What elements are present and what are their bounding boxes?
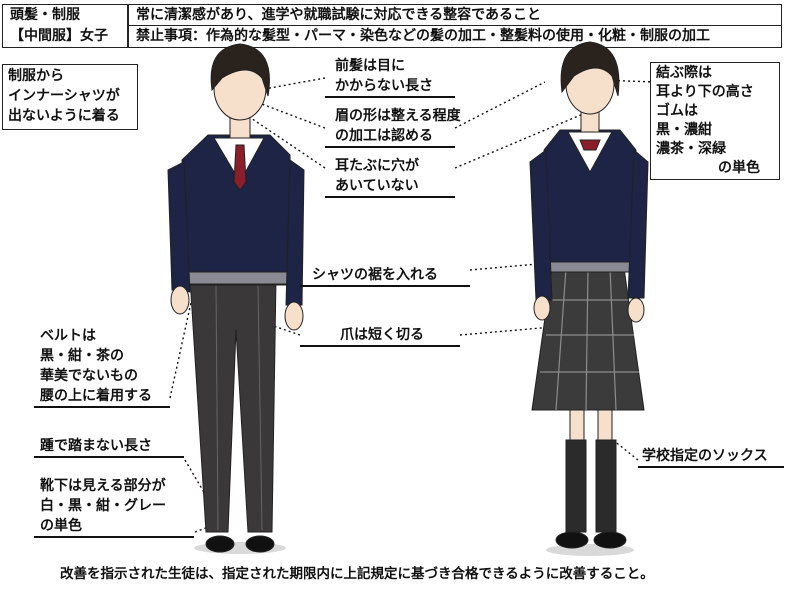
note-socks-pants-1: 靴下は見える部分が	[40, 478, 166, 494]
header-rule-line1: 常に清潔感があり、進学や就職試験に対応できる整容であること	[136, 7, 542, 23]
note-tie-hair-box	[650, 62, 780, 180]
note-bangs-1: 前髪は目に	[335, 58, 405, 74]
note-socks-pants-3: の単色	[34, 516, 194, 538]
note-tie-hair-5: 濃茶・深緑	[656, 141, 726, 157]
note-socks-pants-2: 白・黒・紺・グレー	[40, 498, 166, 514]
note-earlobe-1: 耳たぶに穴が	[335, 158, 419, 174]
note-tie-hair-6: の単色	[718, 160, 760, 176]
note-bangs-2: かからない長さ	[325, 76, 455, 98]
figure-pants	[167, 43, 305, 554]
note-shirt-1: 制服から	[8, 68, 64, 84]
note-tie-hair-4: 黒・濃紺	[656, 122, 712, 138]
note-hem-length: 踵で踏まない長さ	[34, 436, 184, 458]
note-shirt-hem: シャツの裾を入れる	[300, 265, 470, 287]
note-belt-2: 黒・紺・茶の	[40, 348, 124, 364]
note-tie-hair-1: 結ぶ際は	[656, 65, 712, 81]
note-eyebrows-2: の加工は認める	[325, 126, 455, 148]
header-subcategory: 【中間服】女子	[10, 28, 108, 44]
header-rule-line2: 禁止事項：作為的な髪型・パーマ・染色などの髪の加工・整髪料の使用・化粧・制服の加…	[136, 28, 710, 44]
note-shirt-3: 出ないように着る	[8, 108, 120, 124]
note-socks-skirt: 学校指定のソックス	[638, 446, 784, 468]
note-belt-3: 華美でないもの	[40, 368, 138, 384]
note-nails: 爪は短く切る	[300, 325, 460, 347]
note-belt-4: 腰の上に着用する	[34, 386, 170, 408]
note-shirt-box	[2, 64, 138, 130]
footer-note: 改善を指示された生徒は、指定された期限内に上記規定に基づき合格できるように改善す…	[60, 566, 654, 582]
note-eyebrows-1: 眉の形は整える程度	[335, 108, 461, 124]
note-tie-hair-2: 耳より下の高さ	[656, 84, 754, 100]
figure-skirt	[529, 41, 649, 556]
note-belt-1: ベルトは	[40, 328, 96, 344]
header-rule-box	[128, 4, 782, 48]
note-earlobe-2: あいていない	[325, 176, 455, 198]
header-category-box	[2, 4, 128, 48]
header-rule-divider	[128, 25, 782, 26]
note-shirt-2: インナーシャツが	[8, 88, 120, 104]
note-tie-hair-3: ゴムは	[656, 103, 698, 119]
header-category: 頭髪・制服	[10, 7, 80, 23]
